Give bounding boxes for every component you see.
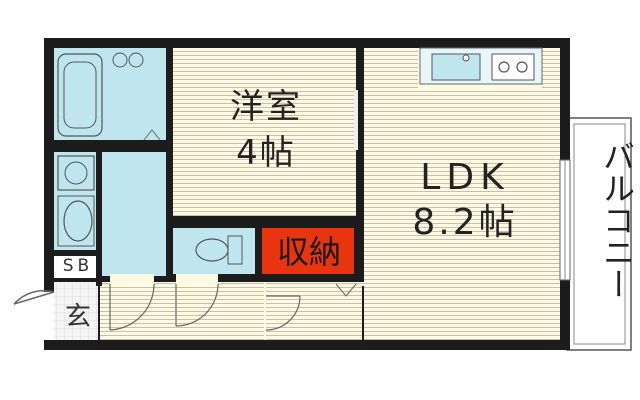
storage-door-marker [335,283,357,297]
western-room-label: 洋室 [230,87,302,127]
western-room-size: 4帖 [236,133,296,173]
entrance-label: 玄 [64,302,91,332]
ldk-floor [364,48,560,340]
shoe-box-label: SB [62,256,94,276]
toilet-door [175,283,219,327]
ldk-label: LDK [420,157,510,198]
bathtub [57,52,144,137]
hallway-floor [100,282,362,340]
washroom-corridor [100,150,166,276]
western-room-floor [173,48,356,216]
interior-walls [54,38,364,286]
ldk-door-opening [264,282,266,340]
toilet-room [173,228,255,274]
bath-door-marker [143,129,161,141]
entrance-door [13,289,55,305]
balcony [566,117,632,351]
kitchen-counter [419,47,543,85]
washroom-door [109,283,155,331]
balcony-label: バルコニー [598,140,636,300]
toilet-door-opening [176,274,218,284]
entrance-tile [54,282,98,340]
shoe-box [54,256,100,278]
ldk-door [265,295,301,331]
washing-machine [57,155,95,191]
washbasin [57,195,95,247]
storage-label: 収納 [276,233,341,271]
entrance-door-opening [0,292,54,340]
toilet-fixture [195,235,243,265]
washroom-door-opening [110,274,154,284]
ldk-size: 8.2帖 [412,202,518,243]
storage-closet [262,228,354,274]
